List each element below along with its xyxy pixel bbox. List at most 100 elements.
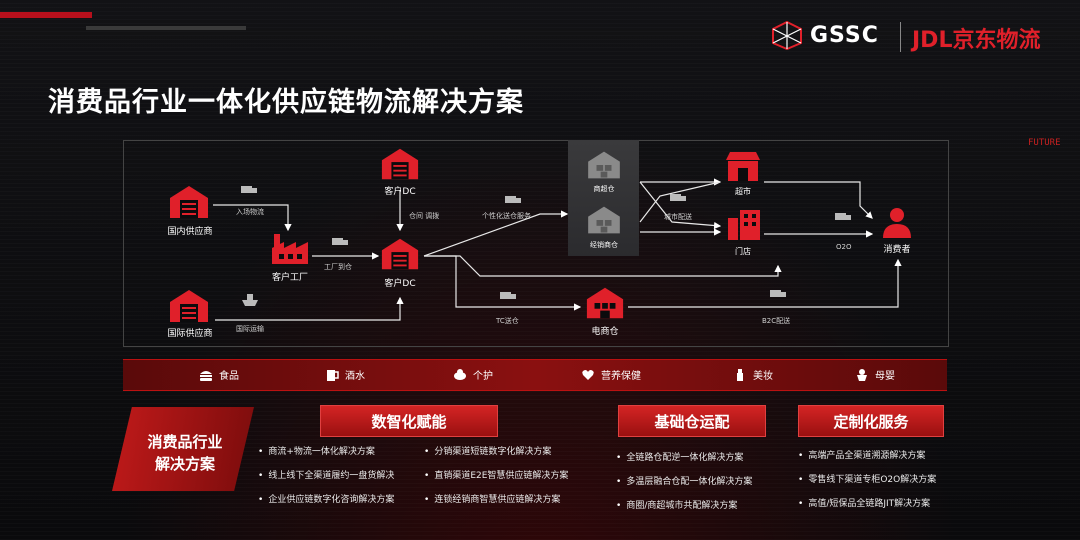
truck-icon-1 <box>241 186 257 193</box>
node-consumer: 消费者 <box>883 245 911 255</box>
custom-heading: 定制化服务 <box>798 405 944 437</box>
truck-icon-6 <box>770 290 786 297</box>
edge-label-o2o: O2O <box>836 243 852 251</box>
flow-diagram-frame <box>123 140 949 347</box>
category-label: 美妆 <box>753 371 773 382</box>
list-item: 高值/短保品全链路JIT解决方案 <box>798 492 936 516</box>
edge-label-personalized: 个性化送仓服务 <box>482 212 531 220</box>
page-title: 消费品行业一体化供应链物流解决方案 <box>48 87 524 118</box>
digital-list-right: 分销渠道短链数字化解决方案 直销渠道E2E智慧供应链解决方案 连锁经销商智慧供应… <box>424 440 568 512</box>
category-baby: 母婴 <box>855 367 895 382</box>
list-item: 分销渠道短链数字化解决方案 <box>424 440 568 464</box>
edge-label-b2c: B2C配送 <box>762 317 791 325</box>
care-icon <box>454 368 466 380</box>
future-tag: FUTURE <box>1028 138 1061 148</box>
decor-bar-gray <box>86 26 246 30</box>
warehouse-gray-icon <box>588 151 620 179</box>
digital-list-left: 商流+物流一体化解决方案 线上线下全渠道履约一盘货解决 企业供应链数字化咨询解决… <box>258 440 394 512</box>
base-heading: 基础仓运配 <box>618 405 766 437</box>
category-bar: 食品 酒水 个护 营养保健 美妆 母婴 <box>123 359 947 391</box>
decor-bar-red <box>0 12 92 18</box>
list-item: 全链路仓配逆一体化解决方案 <box>616 446 752 470</box>
cosmetics-icon <box>737 368 743 381</box>
edge-store-consumer-1 <box>764 181 873 219</box>
banner-line-2: 解决方案 <box>154 455 215 473</box>
category-label: 营养保健 <box>601 371 641 382</box>
jdl-logo: JDL京东物流 <box>912 28 1041 53</box>
warehouse-icon <box>170 186 208 218</box>
edge-label-factory-dc: 工厂到仓 <box>324 263 352 271</box>
list-item: 零售线下渠道专柜O2O解决方案 <box>798 468 936 492</box>
node-client-dc: 客户DC <box>384 279 416 289</box>
category-health: 营养保健 <box>581 367 641 382</box>
node-ecommerce-warehouse: 电商仓 <box>591 327 619 337</box>
edge-label-city-delivery: 城市配送 <box>664 213 692 221</box>
category-cosmetics: 美妆 <box>733 367 773 382</box>
node-domestic-supplier: 国内供应商 <box>167 227 213 237</box>
warehouse-icon <box>381 148 419 180</box>
category-care: 个护 <box>453 367 493 382</box>
category-label: 母婴 <box>875 371 895 382</box>
category-drinks: 酒水 <box>325 367 365 382</box>
edge-dc-long <box>424 255 782 277</box>
list-item: 线上线下全渠道履约一盘货解决 <box>258 464 394 488</box>
category-food: 食品 <box>199 367 239 382</box>
beer-icon <box>327 369 339 381</box>
person-icon <box>883 208 911 238</box>
gssc-text: GSSC <box>810 22 879 48</box>
edge-inbound <box>213 204 292 232</box>
shop-icon <box>726 152 760 181</box>
baby-icon <box>857 368 867 381</box>
logo-divider <box>900 22 901 52</box>
base-list: 全链路仓配逆一体化解决方案 多温层融合仓配一体化解决方案 商圈/商超城市共配解决… <box>616 446 752 518</box>
health-icon <box>582 369 594 380</box>
edge-label-inbound: 入场物流 <box>236 208 264 216</box>
list-item: 企业供应链数字化咨询解决方案 <box>258 488 394 512</box>
truck-icon-5 <box>500 292 516 299</box>
digital-heading: 数智化赋能 <box>320 405 498 437</box>
banner-line-1: 消费品行业 <box>147 433 223 451</box>
edge-personalized <box>423 210 569 257</box>
list-item: 多温层融合仓配一体化解决方案 <box>616 470 752 494</box>
warehouse-icon <box>586 287 624 319</box>
list-item: 直销渠道E2E智慧供应链解决方案 <box>424 464 568 488</box>
list-item: 商流+物流一体化解决方案 <box>258 440 394 464</box>
node-supermarket: 超市 <box>735 187 751 196</box>
custom-list: 高端产品全渠道溯源解决方案 零售线下渠道专柜O2O解决方案 高值/短保品全链路J… <box>798 444 936 516</box>
warehouse-icon <box>170 290 208 322</box>
warehouse-icon <box>381 238 419 270</box>
list-item: 高端产品全渠道溯源解决方案 <box>798 444 936 468</box>
edge-b2c <box>628 258 902 308</box>
node-client-dc-top: 客户DC <box>384 187 416 197</box>
edge-label-international: 国际运输 <box>236 325 264 333</box>
gssc-logo: GSSC <box>770 20 879 50</box>
truck-icon-3 <box>505 196 521 203</box>
warehouse-gray-icon <box>588 206 620 234</box>
node-mall-warehouse: 商超仓 <box>593 185 615 193</box>
category-label: 酒水 <box>345 371 365 382</box>
node-store: 门店 <box>735 247 751 256</box>
solution-banner: 消费品行业 解决方案 <box>112 407 254 491</box>
node-client-factory: 客户工厂 <box>271 273 308 283</box>
truck-icon-2 <box>332 238 348 245</box>
truck-icon-7 <box>835 213 851 220</box>
list-item: 商圈/商超城市共配解决方案 <box>616 494 752 518</box>
burger-icon <box>200 370 212 381</box>
edge-international <box>215 296 404 321</box>
ship-icon <box>242 294 258 306</box>
category-label: 个护 <box>473 371 493 382</box>
edge-city-delivery-3 <box>639 181 722 230</box>
edge-tc <box>424 255 582 311</box>
edge-label-transfer: 仓间 调拨 <box>409 212 440 220</box>
node-distributor-warehouse: 经销商仓 <box>590 241 618 249</box>
factory-icon <box>272 234 308 264</box>
list-item: 连锁经销商智慧供应链解决方案 <box>424 488 568 512</box>
category-label: 食品 <box>219 371 239 382</box>
truck-icon-4 <box>670 194 686 201</box>
edge-label-tc: TC送仓 <box>496 317 519 325</box>
building-icon <box>728 210 760 240</box>
node-intl-supplier: 国际供应商 <box>167 329 213 339</box>
edge-city-delivery-2 <box>639 181 721 223</box>
cube-logo-icon <box>772 20 802 50</box>
